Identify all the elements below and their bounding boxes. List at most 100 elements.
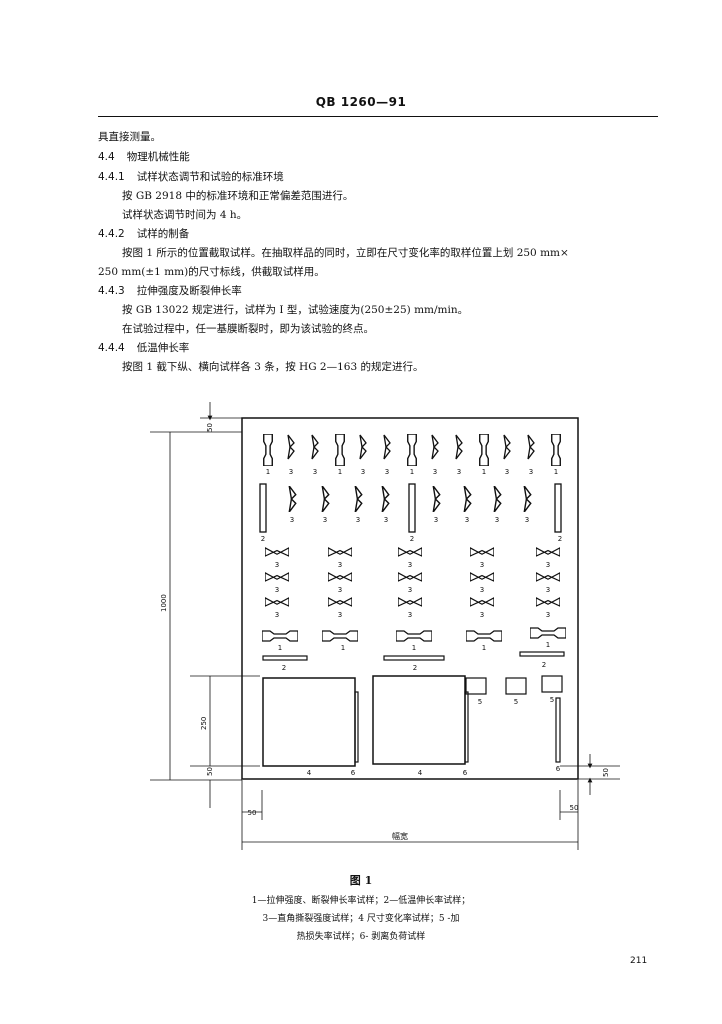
section-4-4-4: 4.4.4 低温伸长率 — [98, 341, 189, 355]
specimen-label: 3 — [361, 468, 365, 476]
specimen-label: 3 — [546, 586, 550, 594]
specimen-label: 5 — [478, 698, 482, 706]
section-title: 物理机械性能 — [126, 151, 190, 163]
section-4-4-3: 4.4.3 拉伸强度及断裂伸长率 — [98, 284, 242, 298]
specimen-label: 5 — [550, 696, 554, 704]
specimen-label: 1 — [554, 468, 558, 476]
row-2-labels: 2 3 3 3 3 2 3 3 3 3 2 — [261, 516, 562, 543]
section-number: 4.4.3 — [98, 285, 125, 297]
paragraph-1: 按 GB 2918 中的标准环境和正常偏差范围进行。 — [122, 190, 354, 202]
specimen-label: 3 — [433, 468, 437, 476]
figure-caption-line-1: 1—拉伸强度、断裂伸长率试样；2—低温伸长率试样； — [251, 896, 471, 906]
specimen-label: 1 — [278, 644, 282, 652]
dim-right-margin-label: 50 — [570, 804, 579, 812]
specimen-label: 5 — [514, 698, 518, 706]
specimen-label: 3 — [465, 516, 469, 524]
row-5-specimens — [262, 651, 565, 661]
paragraph-2: 试样状态调节时间为 4 h。 — [122, 209, 248, 221]
section-title: 试样状态调节和试验的标准环境 — [136, 171, 284, 183]
paragraph-6: 在试验过程中，任一基膜断裂时，即为该试验的终点。 — [122, 323, 374, 335]
figure-caption-line-3: 热损失率试样；6- 剥离负荷试样 — [296, 932, 426, 942]
specimen-label: 3 — [457, 468, 461, 476]
row-3-labels: 3 3 3 3 3 3 3 3 3 3 3 3 3 3 3 — [275, 561, 550, 619]
specimen-label: 4 — [418, 769, 423, 777]
specimen-label: 3 — [275, 561, 279, 569]
specimen-label: 3 — [480, 611, 484, 619]
specimen-label: 3 — [356, 516, 360, 524]
specimen-label: 2 — [542, 661, 546, 669]
row-6-labels: 5 5 5 — [478, 696, 554, 706]
row-2-specimens — [259, 483, 562, 533]
specimen-label: 2 — [282, 664, 286, 672]
section-number: 4.4 — [98, 151, 115, 163]
specimen-label: 1 — [266, 468, 270, 476]
specimen-label: 3 — [546, 561, 550, 569]
specimen-label: 1 — [338, 468, 342, 476]
row-1-specimens — [262, 434, 562, 466]
dim-left-margin-label: 50 — [248, 809, 257, 817]
specimen-label: 1 — [412, 644, 416, 652]
section-title: 拉伸强度及断裂伸长率 — [136, 285, 242, 297]
paragraph-5: 按 GB 13022 规定进行，试样为 I 型，试验速度为(250±25) mm… — [122, 304, 469, 316]
section-4-4-1: 4.4.1 试样状态调节和试验的标准环境 — [98, 170, 284, 184]
specimen-label: 3 — [408, 561, 412, 569]
specimen-label: 6 — [463, 769, 468, 777]
dim-right-bottom-label: 50 — [602, 768, 610, 777]
specimen-label: 1 — [546, 641, 550, 649]
specimen-label: 3 — [408, 586, 412, 594]
paragraph-7: 按图 1 截下纵、横向试样各 3 条，按 HG 2—163 的规定进行。 — [122, 361, 424, 373]
row-4-labels: 1 1 1 1 1 — [278, 641, 550, 652]
specimen-label: 3 — [275, 611, 279, 619]
specimen-label: 3 — [338, 586, 342, 594]
specimen-label: 3 — [384, 516, 388, 524]
specimen-label: 3 — [525, 516, 529, 524]
specimen-label: 6 — [556, 765, 561, 773]
row-3-specimens — [265, 547, 560, 607]
specimen-label: 3 — [480, 561, 484, 569]
specimen-label: 2 — [558, 535, 562, 543]
specimen-label: 1 — [341, 644, 345, 652]
page-number: 211 — [630, 956, 648, 966]
specimen-label: 3 — [338, 561, 342, 569]
row-7-labels: 4 6 4 6 6 — [307, 765, 561, 777]
sample-sheet — [241, 417, 579, 780]
row-1-labels: 1 3 3 1 3 3 1 3 3 1 3 3 1 — [266, 468, 558, 476]
specimen-label: 3 — [505, 468, 509, 476]
section-number: 4.4.4 — [98, 342, 125, 354]
specimen-label: 3 — [289, 468, 293, 476]
row-4-specimens — [262, 627, 566, 642]
specimen-label: 1 — [410, 468, 414, 476]
row-6-specimens — [262, 675, 563, 767]
header-rule — [98, 116, 658, 117]
specimen-label: 4 — [307, 769, 312, 777]
specimen-label: 3 — [434, 516, 438, 524]
specimen-label: 3 — [338, 611, 342, 619]
dim-sample-label: 250 — [200, 717, 208, 730]
document-header: QB 1260—91 — [315, 95, 407, 109]
paragraph-4: 250 mm(±1 mm)的尺寸标线，供截取试样用。 — [98, 266, 325, 278]
specimen-label: 2 — [261, 535, 265, 543]
text-line-1: 具直接测量。 — [98, 131, 161, 143]
specimen-label: 3 — [495, 516, 499, 524]
dimension-lines — [150, 402, 620, 850]
section-number: 4.4.1 — [98, 171, 125, 183]
figure-title: 图 1 — [349, 874, 373, 887]
specimen-label: 2 — [410, 535, 414, 543]
section-4-4: 4.4 物理机械性能 — [98, 150, 190, 164]
dimension-labels: 50 1000 250 50 50 50 50 幅宽 — [160, 423, 610, 841]
specimen-label: 3 — [313, 468, 317, 476]
dim-bottom-label: 50 — [206, 767, 214, 776]
specimen-label: 3 — [408, 611, 412, 619]
specimen-label: 3 — [290, 516, 294, 524]
specimen-label: 3 — [275, 586, 279, 594]
dim-top-label: 50 — [206, 423, 214, 432]
paragraph-3: 按图 1 所示的位置截取试样。在抽取样品的同时，立即在尺寸变化率的取样位置上划 … — [122, 247, 569, 259]
specimen-label: 2 — [413, 664, 417, 672]
specimen-label: 1 — [482, 644, 486, 652]
specimen-label: 3 — [480, 586, 484, 594]
specimen-label: 6 — [351, 769, 356, 777]
section-title: 低温伸长率 — [136, 342, 190, 354]
specimen-label: 1 — [482, 468, 486, 476]
